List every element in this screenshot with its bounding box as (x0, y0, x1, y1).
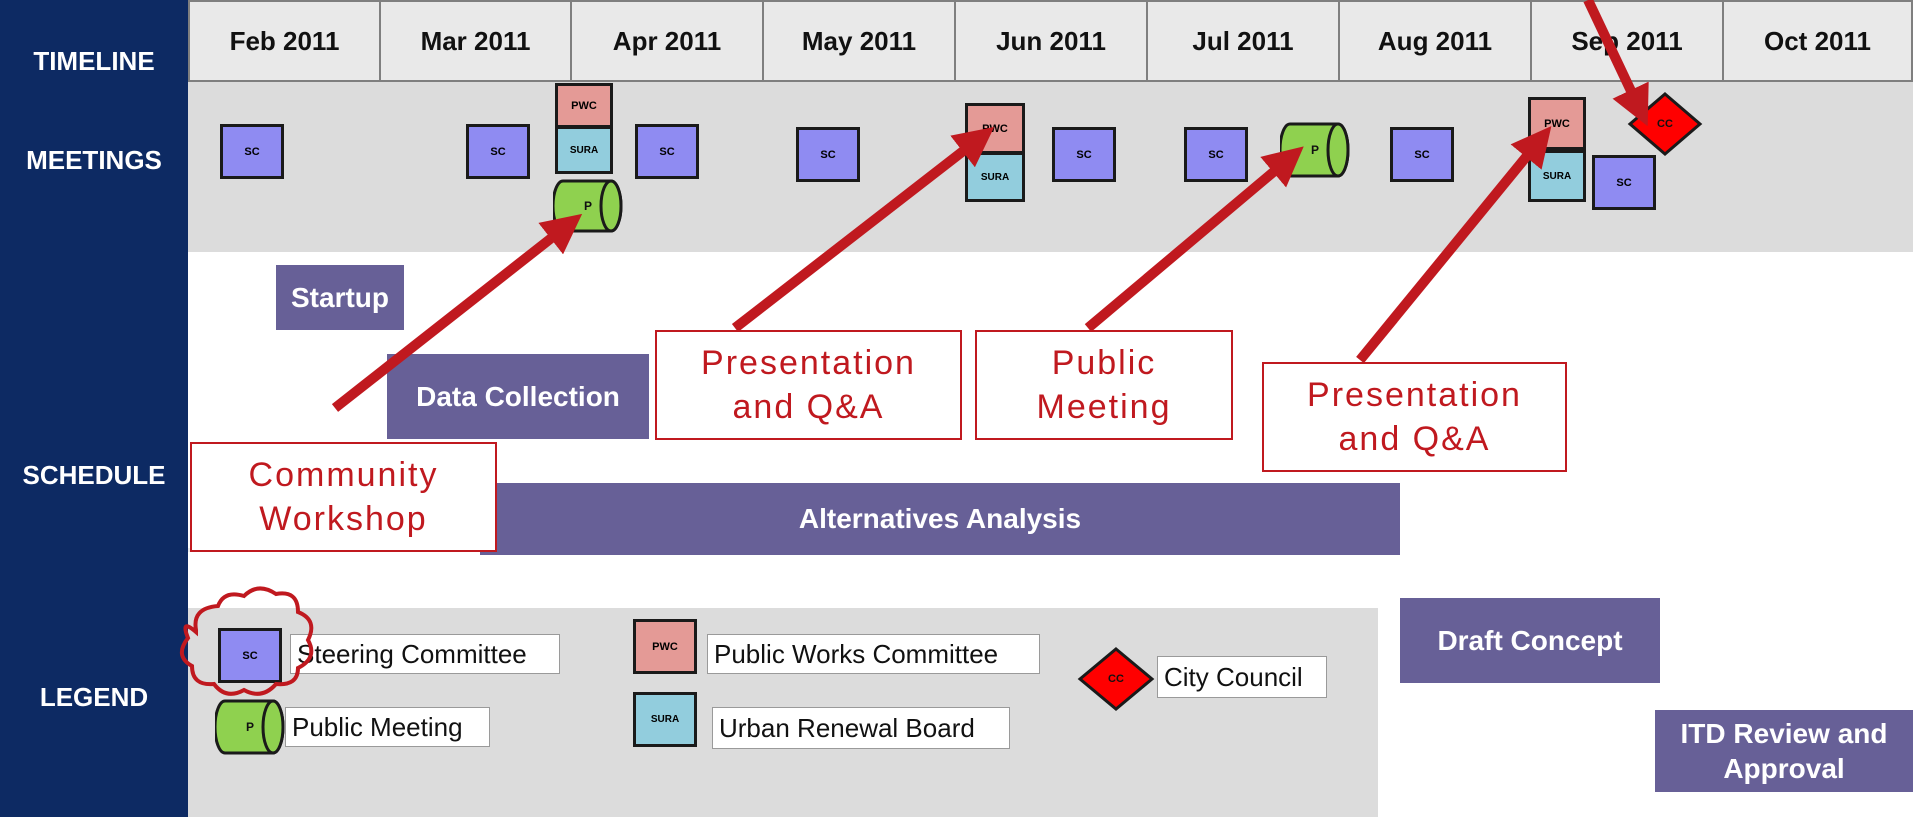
urban-renewal-board-meeting: SURA (555, 126, 613, 174)
callout-line: Workshop (259, 500, 428, 538)
callout-line: Public (1051, 343, 1157, 382)
callout-line: and Q&A (732, 388, 885, 426)
row-label-column (0, 0, 188, 817)
steering-committee-meeting: SC (1052, 127, 1116, 182)
legend-urban-renewal-board-icon: SURA (633, 692, 697, 747)
month-header: Sep 2011 (1530, 0, 1724, 82)
itd-approval-line: Approval (1723, 753, 1845, 784)
task-draft-concept: Draft Concept (1400, 598, 1660, 683)
steering-committee-meeting: SC (1592, 155, 1656, 210)
legend-city-council-icon: CC (1077, 646, 1155, 712)
city-council-diamond-icon: CC (1627, 91, 1703, 157)
callout-presentation-and-qa-june: Presentation and Q&A (655, 330, 962, 440)
month-header: Feb 2011 (188, 0, 381, 82)
public-meeting-cylinder-icon: P (1280, 121, 1350, 179)
task-itd-review-and-approval: ITD Review and Approval (1655, 710, 1913, 792)
legend-steering-committee-icon: SC (218, 628, 282, 683)
public-meeting-code: P (245, 720, 254, 734)
callout-line: Meeting (1036, 388, 1172, 426)
month-header: Jul 2011 (1146, 0, 1340, 82)
task-alternatives-analysis: Alternatives Analysis (480, 483, 1400, 555)
meetings-row-label: MEETINGS (26, 145, 162, 175)
schedule-row-label: SCHEDULE (22, 460, 166, 490)
steering-committee-meeting: SC (1184, 127, 1248, 182)
legend-row-label: LEGEND (39, 682, 149, 712)
public-meeting-code: P (1310, 143, 1319, 157)
urban-renewal-board-meeting: SURA (965, 152, 1025, 202)
month-header: Apr 2011 (570, 0, 764, 82)
public-works-committee-meeting: PWC (1528, 97, 1586, 150)
callout-line: Community (248, 455, 439, 494)
legend-steering-committee-label: Steering Committee (290, 634, 560, 674)
callout-presentation-and-qa-september: Presentation and Q&A (1262, 362, 1567, 472)
steering-committee-meeting: SC (796, 127, 860, 182)
month-header: May 2011 (762, 0, 956, 82)
callout-public-meeting-july: Public Meeting (975, 330, 1233, 440)
callout-line: Presentation (701, 343, 916, 382)
callout-line: and Q&A (1338, 420, 1491, 458)
month-header: Oct 2011 (1722, 0, 1913, 82)
steering-committee-meeting: SC (635, 124, 699, 179)
legend-urban-renewal-board-label: Urban Renewal Board (712, 707, 1010, 749)
public-meeting-code: P (583, 199, 592, 213)
legend-city-council-label: City Council (1157, 656, 1327, 698)
itd-review-line: ITD Review and (1680, 718, 1888, 749)
timeline-row-label: TIMELINE (33, 46, 155, 76)
public-works-committee-meeting: PWC (965, 103, 1025, 154)
steering-committee-meeting: SC (1390, 127, 1454, 182)
month-header: Mar 2011 (379, 0, 572, 82)
task-startup: Startup (276, 265, 404, 330)
steering-committee-meeting: SC (466, 124, 530, 179)
legend-public-works-committee-icon: PWC (633, 619, 697, 674)
city-council-code: CC (1108, 673, 1124, 685)
steering-committee-meeting: SC (220, 124, 284, 179)
callout-community-workshop: Community Workshop (190, 442, 497, 552)
legend-public-meeting-label: Public Meeting (285, 707, 490, 747)
public-works-committee-meeting: PWC (555, 83, 613, 128)
urban-renewal-board-meeting: SURA (1528, 150, 1586, 202)
legend-public-meeting-icon: P (215, 698, 285, 756)
legend-public-works-committee-label: Public Works Committee (707, 634, 1040, 674)
callout-line: Presentation (1307, 375, 1522, 414)
city-council-code: CC (1657, 118, 1673, 130)
month-header: Jun 2011 (954, 0, 1148, 82)
task-data-collection: Data Collection (387, 354, 649, 439)
month-header: Aug 2011 (1338, 0, 1532, 82)
public-meeting-cylinder-icon: P (553, 178, 623, 234)
